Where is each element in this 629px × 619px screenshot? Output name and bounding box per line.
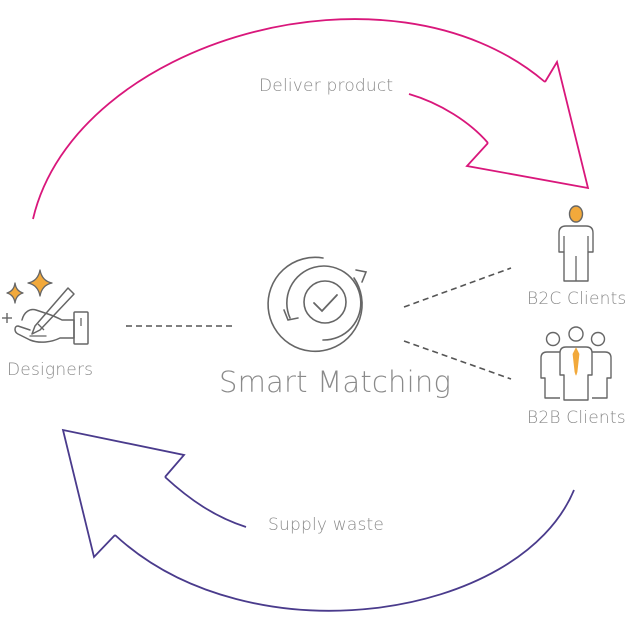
smart-matching-icon: [267, 256, 368, 353]
b2c-clients-label: B2C Clients: [527, 289, 627, 309]
designers-icon: [2, 269, 89, 345]
designers-label: Designers: [7, 360, 94, 380]
connector-b2c: [403, 267, 512, 308]
supply-waste-label: Supply waste: [268, 515, 385, 535]
b2c-person-icon: [558, 205, 594, 282]
supply-arrow: [61, 428, 575, 612]
deliver-product-label: Deliver product: [259, 76, 394, 96]
deliver-arrow: [32, 18, 590, 220]
smart-matching-label: Smart Matching: [219, 365, 452, 399]
connector-b2b: [403, 340, 512, 380]
connectors: [126, 267, 512, 380]
b2b-group-icon: [540, 326, 612, 401]
b2b-clients-label: B2B Clients: [527, 408, 626, 428]
